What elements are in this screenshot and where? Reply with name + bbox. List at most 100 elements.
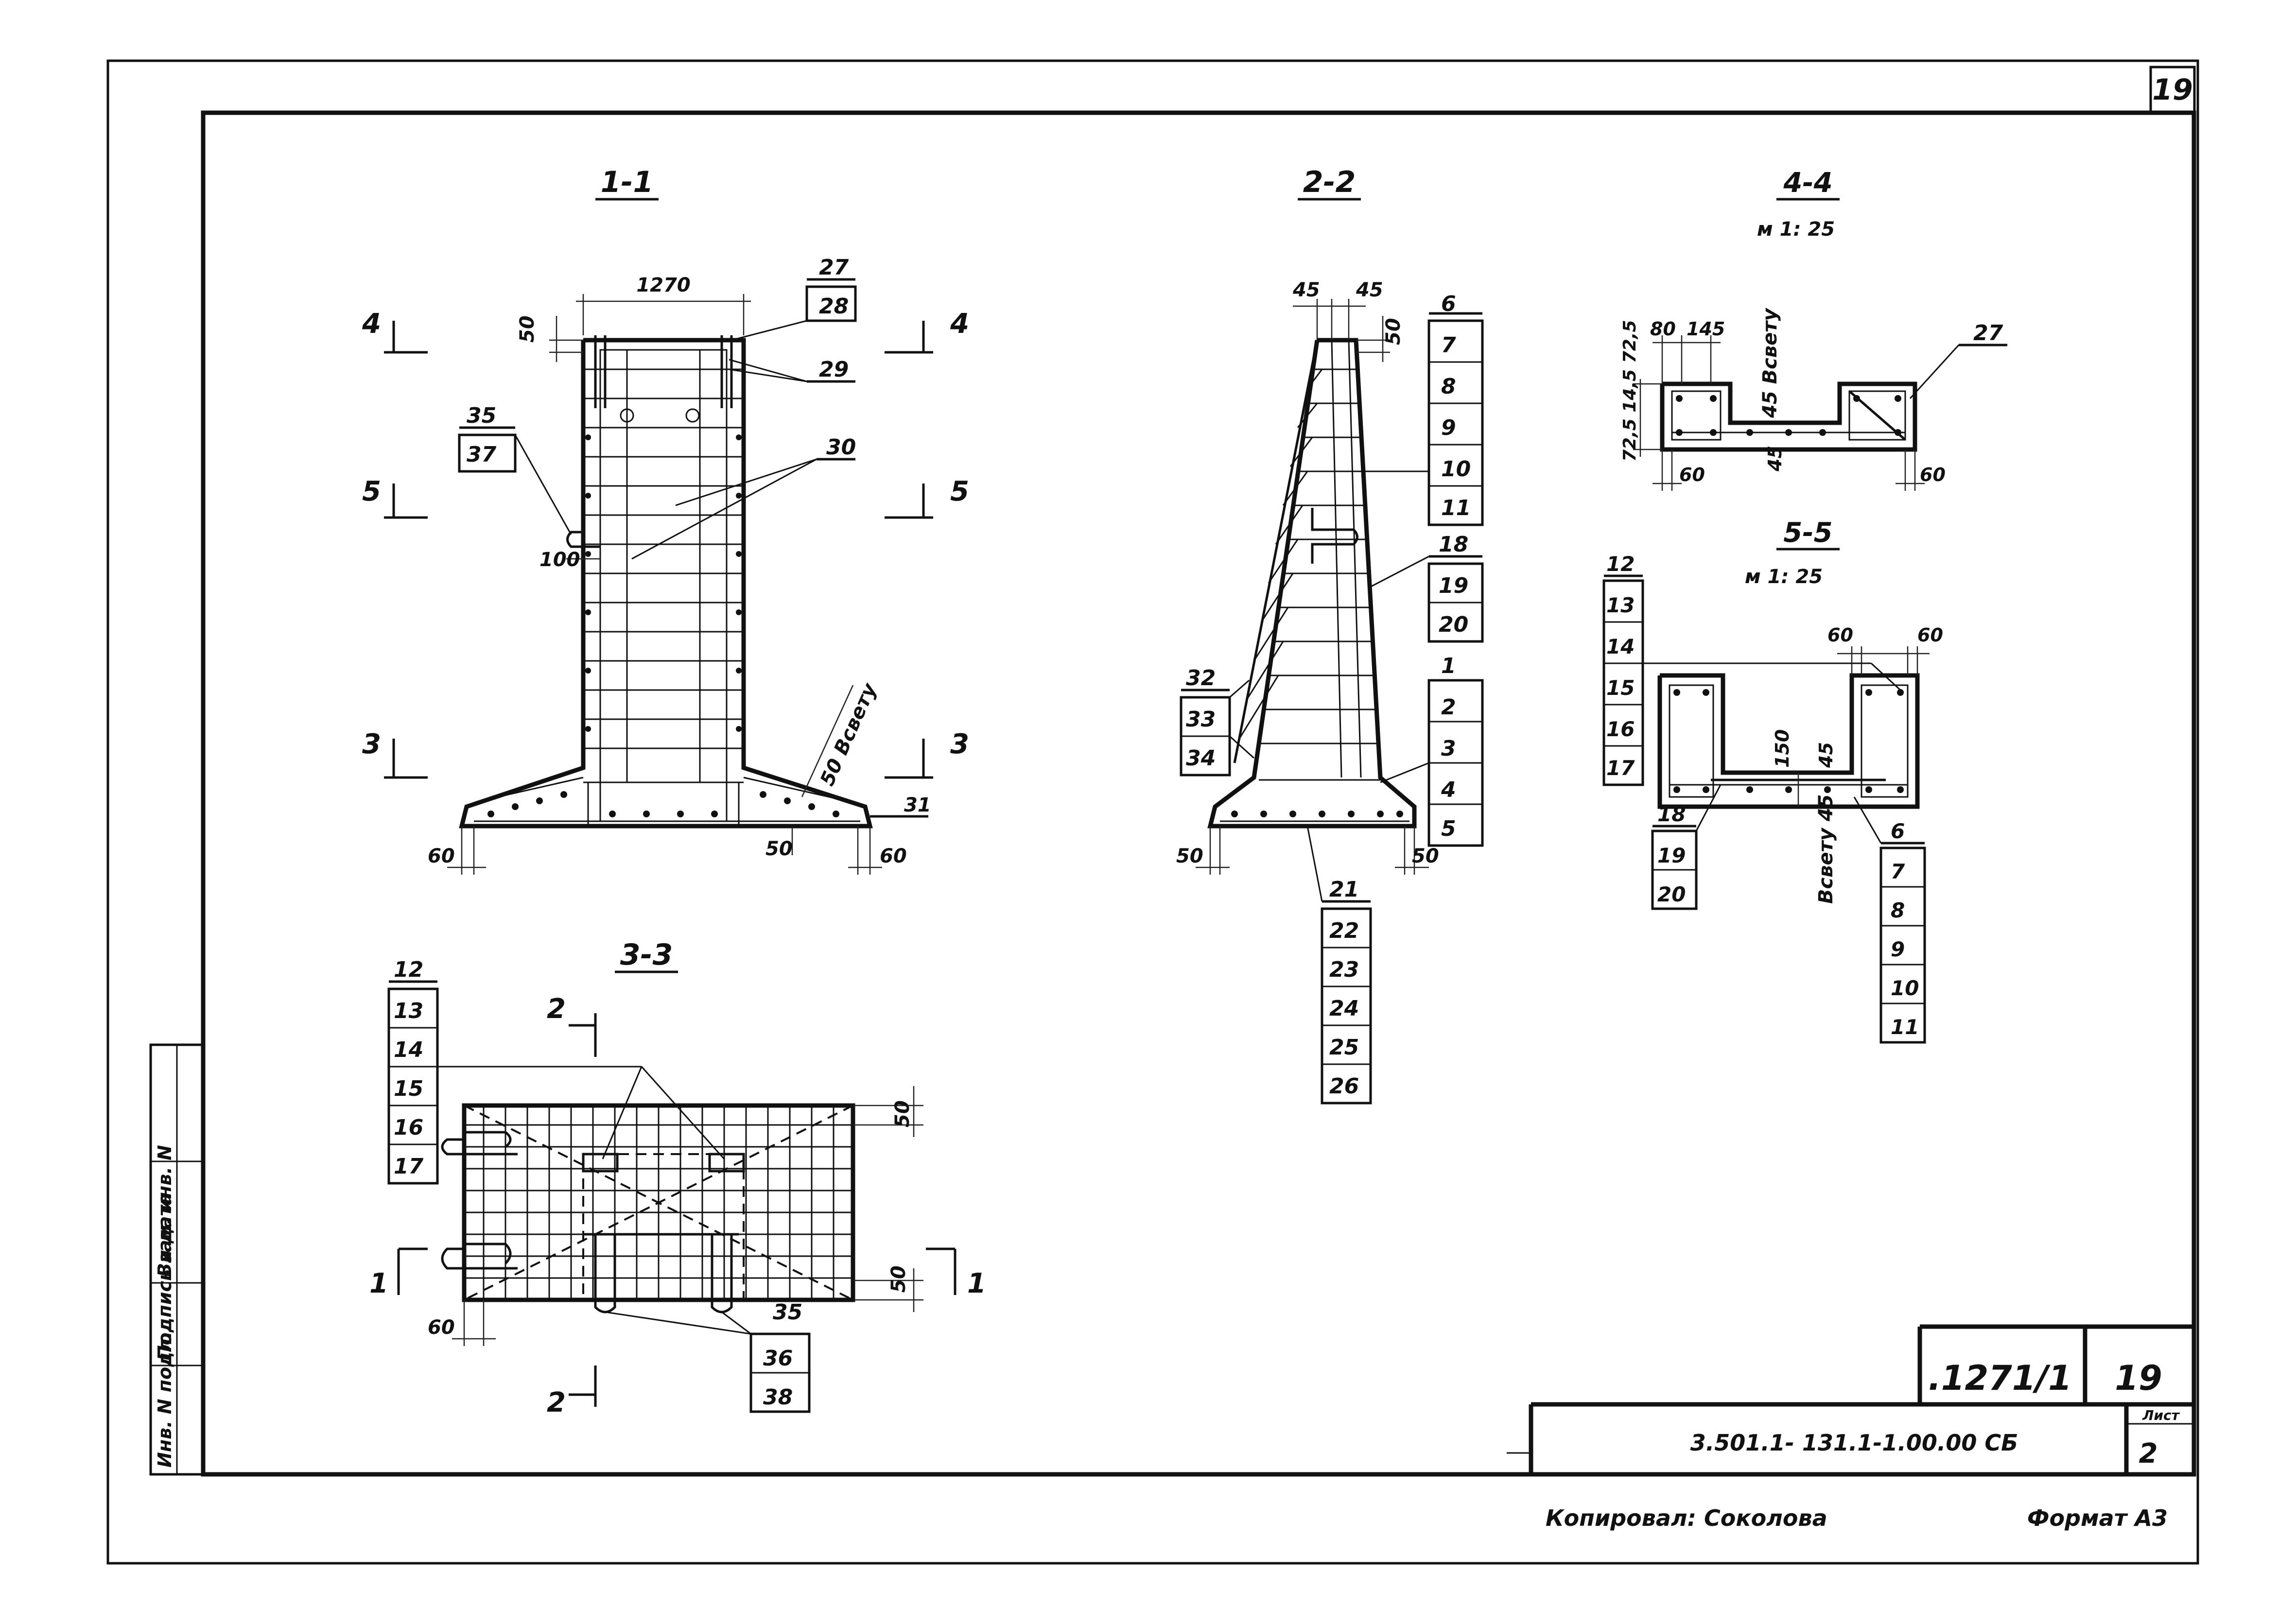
callout-2-18: 18 <box>1439 532 1468 557</box>
callout-5-14: 14 <box>1606 635 1635 658</box>
callout-2-11: 11 <box>1441 496 1471 520</box>
callout-group-18-20: 18 19 20 <box>1368 532 1484 643</box>
cut-2-top: 2 <box>547 993 566 1025</box>
callout-5-19: 19 <box>1657 844 1686 867</box>
callout-group-6-11: 6 7 8 9 10 11 <box>1363 292 1484 526</box>
callout-5-10: 10 <box>1891 976 1919 1000</box>
callout-group-32-34: 32 33 34 <box>1180 666 1255 777</box>
callout-2-25: 25 <box>1329 1035 1359 1060</box>
callout-group-3-12-17: 12 13 14 15 16 17 <box>387 957 725 1185</box>
callout-2-23: 23 <box>1329 957 1359 982</box>
section-1-1-title: 1-1 <box>601 165 653 199</box>
callout-5-9: 9 <box>1891 937 1905 961</box>
dim-50-3-bottom: 50 <box>887 1265 910 1293</box>
sheet-frame: 19 <box>106 59 2199 1565</box>
callout-2-20: 20 <box>1439 612 1468 637</box>
callout-2-24: 24 <box>1329 996 1359 1021</box>
side-stamp: Инв. N подл. Подпись и дата Взам. инв. N <box>149 1043 205 1476</box>
callout-2-7: 7 <box>1441 333 1456 358</box>
cut-2-bottom: 2 <box>547 1387 566 1418</box>
dim-45-right: 45 <box>1356 279 1383 301</box>
corner-stamp: 19 <box>2152 73 2193 107</box>
section-3-3: 3-3 50 <box>369 938 986 1418</box>
title-list-label: Лист <box>2142 1407 2180 1423</box>
dim-50-top: 50 <box>516 315 539 343</box>
cut-1-right: 1 <box>967 1268 986 1299</box>
section-5-5-bar-dots <box>1673 689 1904 793</box>
corner-stamp-box <box>2149 66 2196 115</box>
title-sheet-top: 19 <box>2115 1358 2162 1398</box>
dim-4-80: 80 <box>1650 318 1676 340</box>
callout-5-12: 12 <box>1606 552 1635 576</box>
callout-3-15: 15 <box>394 1076 423 1101</box>
cut-5-right: 5 <box>950 476 969 507</box>
dim-4-vert: 72,5 14,5 72,5 <box>1620 320 1640 462</box>
callout-3-36: 36 <box>763 1346 793 1371</box>
dim-4-45-vsvetu: 45 Всвету <box>1759 308 1781 418</box>
callout-group-5-12-17: 12 13 14 15 16 17 <box>1602 552 1901 786</box>
callout-group-36-38: 36 38 <box>749 1332 811 1413</box>
section-5-5-title: 5-5 <box>1783 517 1832 549</box>
callout-5-8: 8 <box>1891 899 1905 922</box>
callout-35: 35 <box>467 403 496 428</box>
callout-2-32: 32 <box>1186 666 1216 691</box>
callout-2-34: 34 <box>1186 746 1216 771</box>
dim-60-left: 60 <box>428 845 455 867</box>
callout-29: 29 <box>819 357 849 382</box>
dim-5-45-vsvetu: Всвету 45 <box>1815 795 1837 904</box>
section-4-4-bar-dots <box>1676 395 1901 436</box>
dim-4-145: 145 <box>1687 318 1725 340</box>
callout-2-5: 5 <box>1441 816 1456 841</box>
section-2-2-bar-dots <box>1231 811 1403 817</box>
dim-50-bottom: 50 <box>765 838 793 860</box>
dim-4-60-left: 60 <box>1679 464 1705 485</box>
section-5-5: 5-5 м 1: 25 60 60 150 45 Всвету 45 <box>1602 517 1943 1044</box>
dim-5-150: 150 <box>1772 729 1793 768</box>
dim-45-left: 45 <box>1292 279 1320 301</box>
callout-group-1-5: 1 2 3 4 5 <box>1380 654 1484 847</box>
callout-2-8: 8 <box>1441 374 1456 399</box>
callout-37: 37 <box>467 442 497 467</box>
callout-5-20: 20 <box>1657 882 1686 906</box>
callout-5-18: 18 <box>1657 802 1686 826</box>
callout-2-21: 21 <box>1329 877 1359 902</box>
cut-1-left: 1 <box>369 1268 388 1299</box>
callout-2-10: 10 <box>1441 457 1471 482</box>
callout-5-11: 11 <box>1891 1015 1919 1039</box>
cut-4-left: 4 <box>362 308 381 340</box>
format-label: Формат А3 <box>2027 1505 2168 1531</box>
callout-group-5-18-20: 18 19 20 <box>1651 784 1722 910</box>
section-2-2-hatching <box>1238 369 1323 739</box>
section-2-2-title: 2-2 <box>1303 165 1356 199</box>
callout-30: 30 <box>826 435 856 460</box>
callout-2-19: 19 <box>1439 573 1468 598</box>
callout-3-13: 13 <box>394 999 423 1023</box>
cut-4-right: 4 <box>950 308 969 340</box>
section-1-1: 1-1 <box>362 165 969 875</box>
dim-50-top-2: 50 <box>1382 318 1405 345</box>
stamp-cell-replace: Взам. инв. N <box>154 1145 175 1277</box>
callout-5-16: 16 <box>1606 717 1635 741</box>
callout-5-13: 13 <box>1606 593 1635 617</box>
dim-50-left-2: 50 <box>1176 845 1203 867</box>
dim-50-3-top: 50 <box>891 1100 914 1127</box>
section-1-1-bar-dots <box>487 434 839 817</box>
dim-5-45: 45 <box>1815 742 1837 768</box>
callout-group-21-26: 21 22 23 24 25 26 <box>1306 826 1372 1105</box>
title-block: .1271/1 19 3.501.1- 131.1-1.00.00 СБ Лис… <box>1507 1324 2194 1474</box>
dim-5-60-a: 60 <box>1827 624 1853 646</box>
title-designation: 3.501.1- 131.1-1.00.00 СБ <box>1690 1430 2018 1456</box>
section-3-3-title: 3-3 <box>620 938 673 972</box>
callout-3-38: 38 <box>763 1385 793 1410</box>
section-4-4-scale: м 1: 25 <box>1757 218 1835 241</box>
callout-2-9: 9 <box>1441 415 1456 440</box>
title-list-number: 2 <box>2139 1438 2158 1469</box>
section-2-2: 2-2 <box>1176 165 1484 1105</box>
callout-5-17: 17 <box>1606 756 1635 780</box>
callout-4-27: 27 <box>1973 321 2003 346</box>
callout-2-6: 6 <box>1441 292 1456 316</box>
callout-27: 27 <box>819 255 849 280</box>
dim-4-60-right: 60 <box>1920 464 1946 485</box>
callout-28: 28 <box>819 294 849 319</box>
